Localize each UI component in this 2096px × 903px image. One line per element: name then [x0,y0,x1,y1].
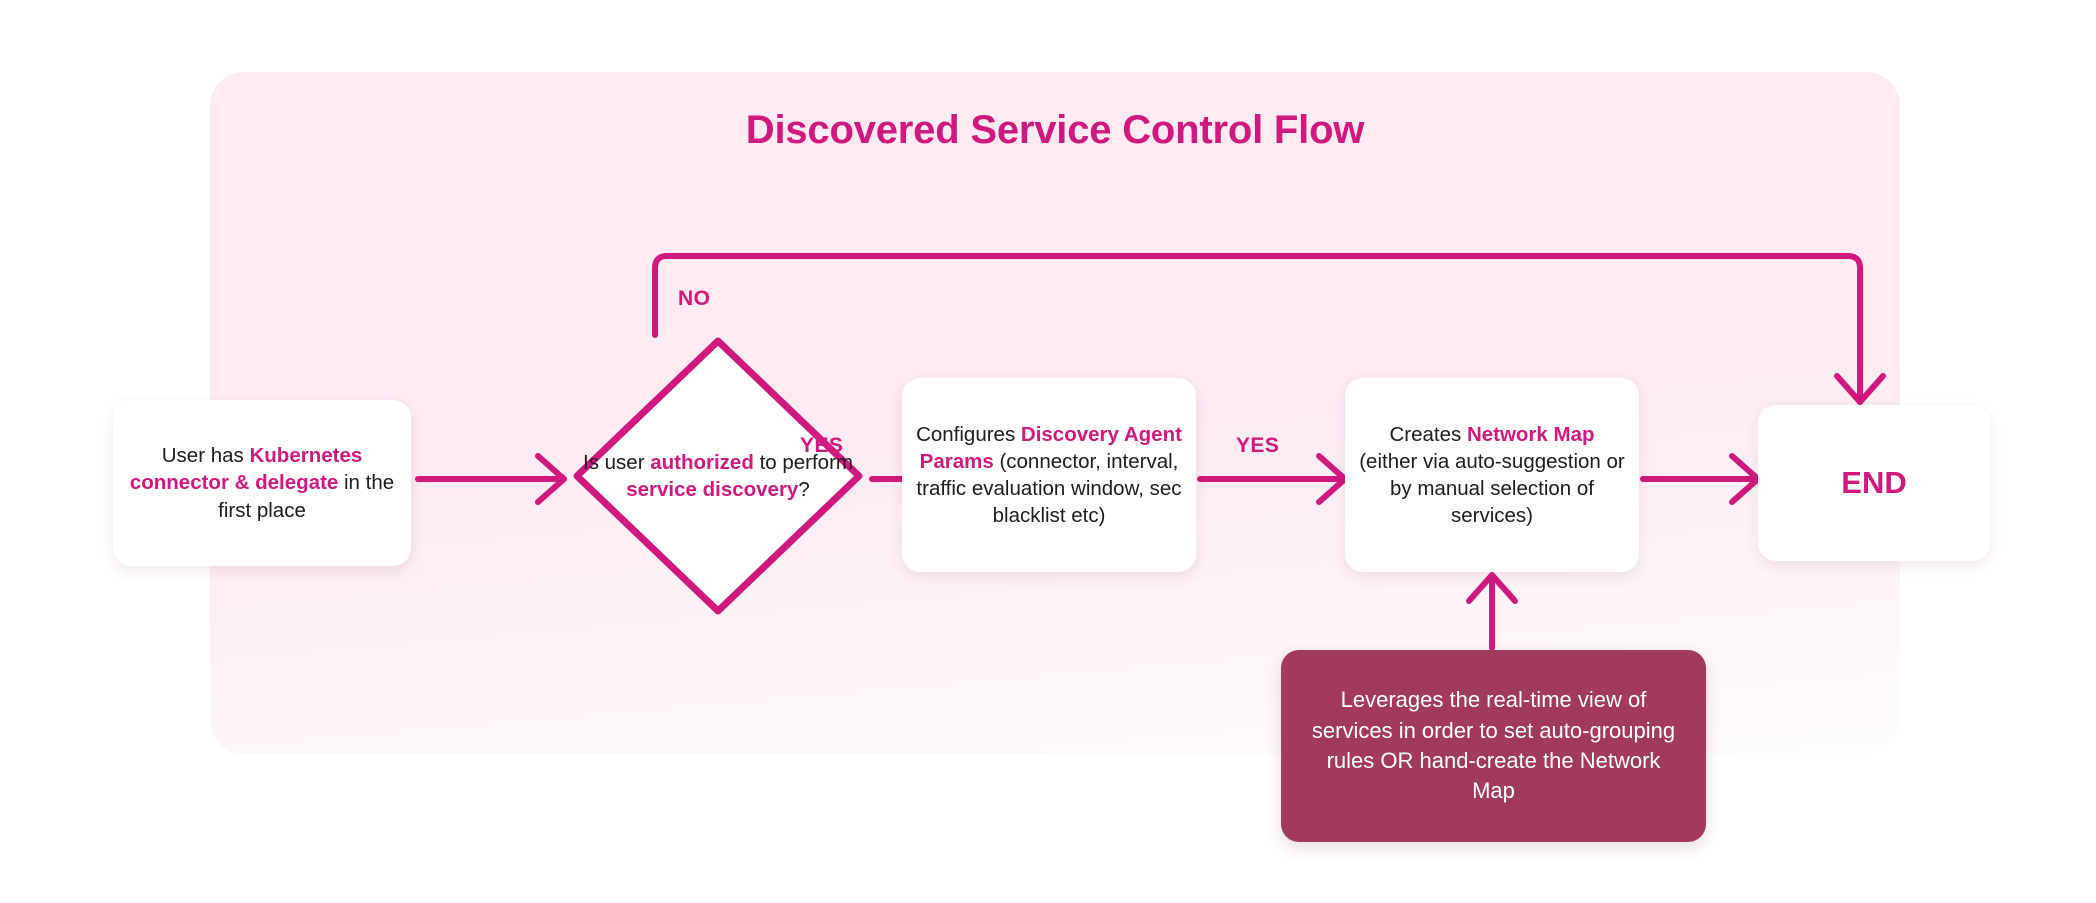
node-decision-segment-3: service discovery [626,478,799,501]
edge-label-yes-params: YES [1236,434,1280,457]
node-map-segment-1: Network Map [1466,422,1595,446]
edge-label-no: NO [678,287,711,310]
node-start-segment-1: Kubernetes connector & delegate [129,444,363,495]
node-map-segment-2: (either via auto-suggestion or by manual… [1359,449,1625,528]
node-start[interactable]: User has Kubernetes connector & delegate… [113,400,411,566]
node-decision-text: Is user authorized to perform service di… [568,332,868,620]
node-note-leverages-real-time-view[interactable]: Leverages the real-time view of services… [1281,650,1706,842]
node-decision[interactable]: Is user authorized to perform service di… [568,332,868,620]
node-decision-segment-0: Is user [583,450,651,474]
node-start-text: User has Kubernetes connector & delegate… [127,442,397,524]
node-note-text: Leverages the real-time view of services… [1311,687,1676,804]
page-title: Discovered Service Control Flow [745,108,1365,152]
node-start-segment-2: in the first place [218,471,395,522]
node-params-segment-0: Configures [916,422,1021,446]
node-start-segment-0: User has [161,444,250,468]
decision-diamond-shape [573,337,863,615]
node-params-segment-1: Discovery Agent Params [919,422,1182,473]
node-configure-discovery-agent-params[interactable]: Configures Discovery Agent Params (conne… [902,378,1196,572]
node-decision-segment-4: ? [798,478,810,501]
edge-decision-no-line [652,253,1863,398]
edge-decision-no-arrowhead [1834,373,1886,405]
node-decision-segment-2: to perform [753,450,853,474]
node-map-segment-0: Creates [1389,422,1467,446]
node-creates-network-map[interactable]: Creates Network Map (either via auto-sug… [1345,378,1639,572]
node-end[interactable]: END [1758,405,1990,561]
node-end-label: END [1841,465,1907,501]
edge-label-yes-decision: YES [800,434,844,457]
node-decision-segment-1: authorized [650,450,754,474]
edge-start-to-decision-arrowhead [535,453,567,505]
edge-note-to-map-arrowhead [1466,572,1518,604]
node-map-text: Creates Network Map (either via auto-sug… [1359,421,1625,530]
node-params-segment-2: (connector, interval, traffic evaluation… [916,449,1182,528]
node-params-text: Configures Discovery Agent Params (conne… [916,421,1182,530]
